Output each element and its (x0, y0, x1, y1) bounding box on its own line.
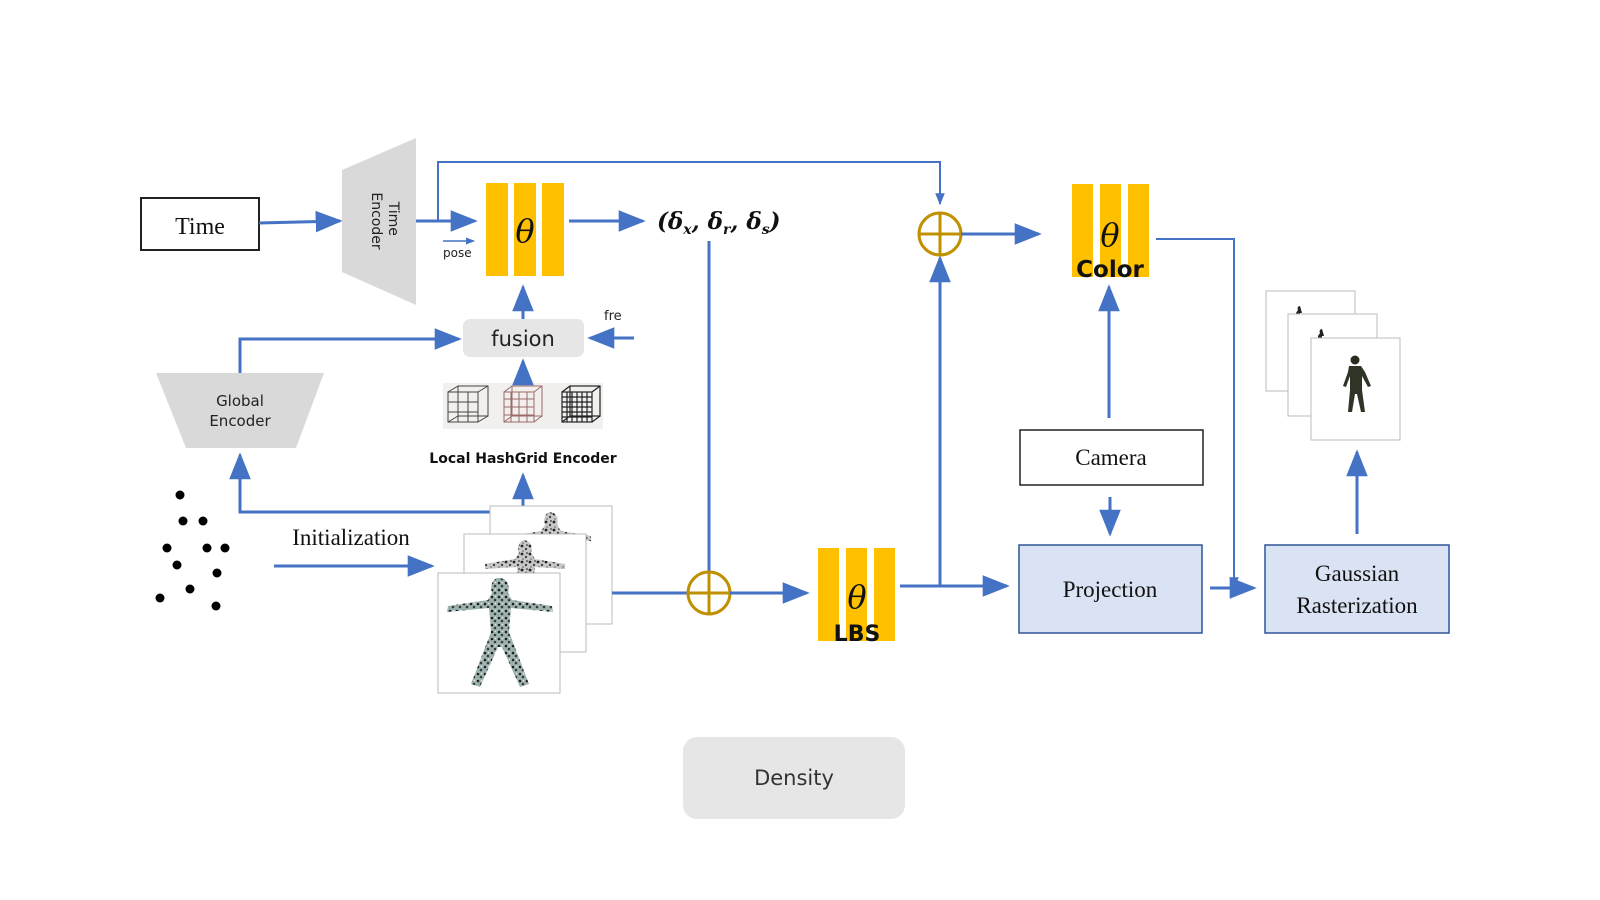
time-to-encoder-arrow (258, 210, 343, 233)
color-mlp: θ Color (1072, 184, 1149, 283)
time-encoder-line-2: Encoder (368, 192, 384, 249)
lbs-label: LBS (834, 622, 881, 647)
camera-box: Camera (1019, 429, 1204, 486)
fusion-label: fusion (491, 327, 555, 351)
fusion-box: fusion (463, 319, 584, 357)
hashgrid-cubes-image (443, 383, 603, 429)
adder-deform (686, 570, 732, 616)
adder-color (917, 211, 963, 257)
global-encoder-line-1: Global (216, 392, 264, 410)
time-box: Time (140, 197, 260, 251)
color-label: Color (1076, 257, 1144, 283)
global-encoder: Global Encoder (156, 373, 324, 448)
initialization-label: Initialization (292, 525, 410, 550)
camera-label: Camera (1075, 445, 1147, 470)
deltas-label: (δx, δr, δs) (657, 208, 780, 238)
global-encoder-line-2: Encoder (209, 412, 271, 430)
mesh-image-stack (437, 505, 613, 694)
rendered-output-stack (1265, 290, 1401, 441)
initial-points (155, 490, 230, 611)
mesh-card-front (437, 572, 561, 694)
lbs-theta: θ (847, 578, 866, 616)
deformation-theta: θ (515, 212, 534, 250)
color-to-raster-line (1156, 238, 1239, 590)
rendered-person (1343, 355, 1371, 412)
global-to-fusion-arrow (238, 328, 462, 373)
raster-line-1: Gaussian (1315, 561, 1400, 586)
density-label: Density (754, 766, 834, 790)
time-bypass-line (437, 161, 945, 221)
time-encoder-label: Time Encoder (368, 192, 401, 249)
projection-box: Projection (1018, 544, 1203, 634)
gaussian-rasterization-box: Gaussian Rasterization (1264, 544, 1450, 634)
hashgrid-label: Local HashGrid Encoder (429, 451, 616, 467)
time-label: Time (175, 214, 225, 240)
deformation-mlp: θ (486, 183, 564, 276)
time-encoder: Time Encoder (342, 138, 416, 305)
color-theta: θ (1100, 216, 1119, 254)
mesh-to-global-arrow (229, 452, 523, 514)
projection-label: Projection (1063, 577, 1158, 602)
pose-label: pose (443, 246, 472, 260)
density-box: Density (683, 737, 905, 819)
time-encoder-line-1: Time (385, 201, 401, 236)
fre-label: fre (604, 309, 622, 324)
raster-line-2: Rasterization (1296, 593, 1418, 618)
lbs-mlp: θ LBS (818, 548, 895, 647)
